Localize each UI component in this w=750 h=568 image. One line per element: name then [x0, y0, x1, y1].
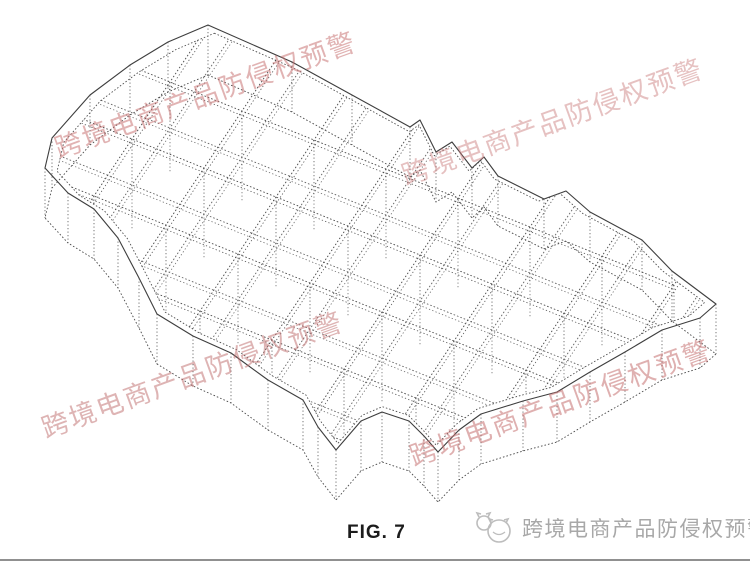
footer-watermark: 跨境电商产品防侵权预警 [472, 510, 750, 546]
tray-outline [44, 24, 717, 503]
tray-wall-edges [44, 25, 717, 502]
footer-watermark-text: 跨境电商产品防侵权预警 [522, 518, 750, 541]
panda-face-icon [475, 511, 511, 543]
bottom-divider [0, 559, 750, 561]
figure-caption: FIG. 7 [347, 522, 406, 543]
